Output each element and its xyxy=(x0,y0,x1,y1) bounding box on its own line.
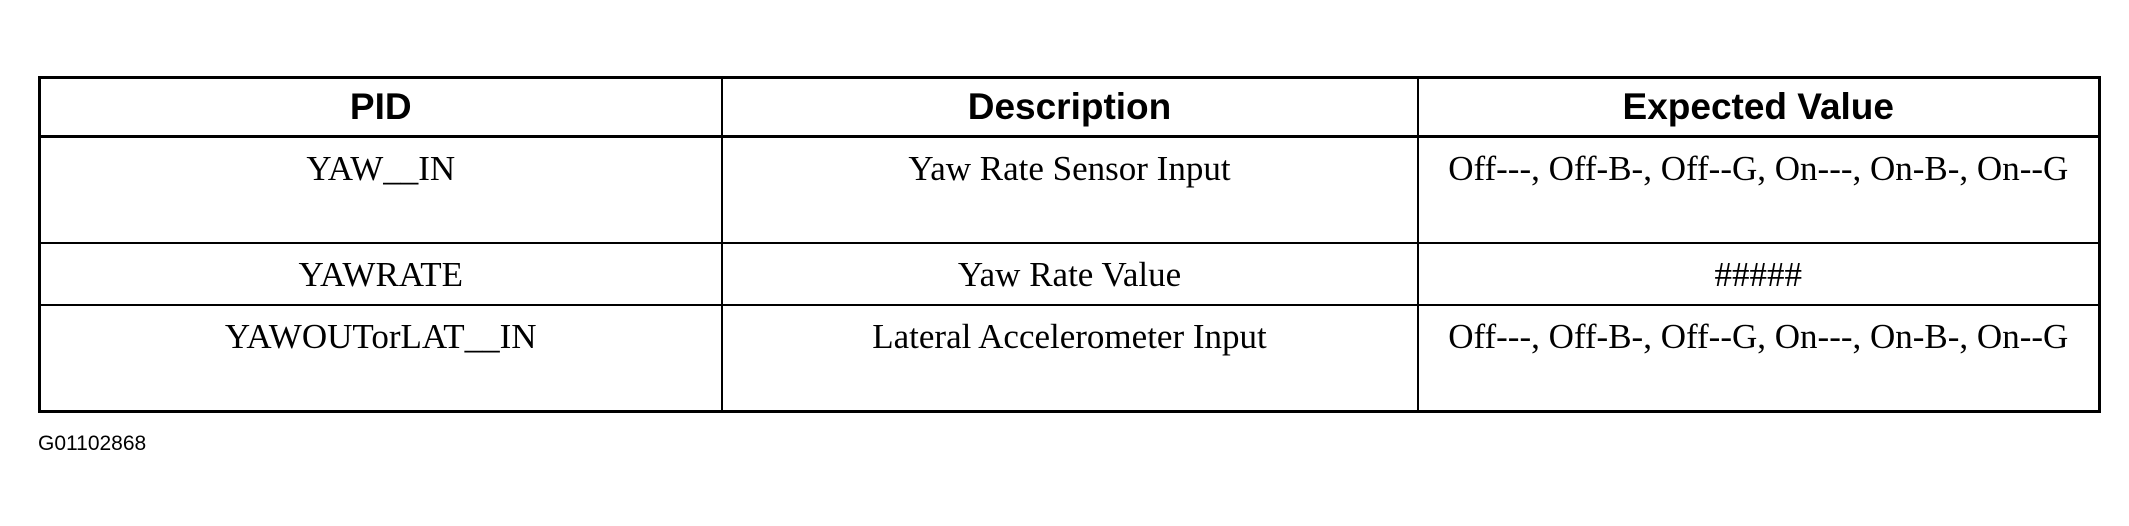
pid-table: PID Description Expected Value YAW__IN Y… xyxy=(38,76,2101,413)
cell-expected-value: Off---, Off-B-, Off--G, On---, On-B-, On… xyxy=(1416,304,2101,413)
header-description: Description xyxy=(720,76,1419,138)
table-body: YAW__IN Yaw Rate Sensor Input Off---, Of… xyxy=(38,135,2101,413)
table-row: YAW__IN Yaw Rate Sensor Input Off---, Of… xyxy=(38,135,2101,244)
cell-expected-value: ##### xyxy=(1416,242,2101,306)
cell-expected-value: Off---, Off-B-, Off--G, On---, On-B-, On… xyxy=(1416,135,2101,244)
cell-pid: YAWOUTorLAT__IN xyxy=(38,304,723,413)
table-header: PID Description Expected Value xyxy=(38,76,2101,138)
table-row: YAWOUTorLAT__IN Lateral Accelerometer In… xyxy=(38,304,2101,413)
cell-pid: YAWRATE xyxy=(38,242,723,306)
header-expected-value: Expected Value xyxy=(1416,76,2101,138)
header-row: PID Description Expected Value xyxy=(38,76,2101,138)
cell-description: Yaw Rate Sensor Input xyxy=(720,135,1419,244)
cell-pid: YAW__IN xyxy=(38,135,723,244)
figure-id: G01102868 xyxy=(38,432,147,455)
header-pid: PID xyxy=(38,76,723,138)
cell-description: Yaw Rate Value xyxy=(720,242,1419,306)
cell-description: Lateral Accelerometer Input xyxy=(720,304,1419,413)
table-row: YAWRATE Yaw Rate Value ##### xyxy=(38,242,2101,306)
